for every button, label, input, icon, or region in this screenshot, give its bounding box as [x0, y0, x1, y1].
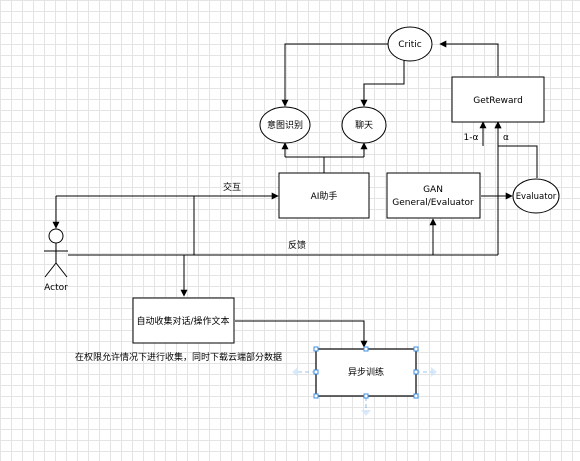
ai-assistant-node[interactable]: AI助手	[278, 172, 370, 219]
chat-label: 聊天	[355, 119, 373, 131]
critic-node[interactable]: Critic	[387, 26, 433, 62]
edge-collect-to-async[interactable]	[235, 320, 368, 348]
async-training-node[interactable]: 异步训练	[292, 346, 437, 416]
connect-right-arrow-icon[interactable]	[431, 367, 437, 377]
selection-handles[interactable]	[313, 346, 419, 399]
interact-label: 交互	[223, 181, 241, 193]
gan-node[interactable]: GAN General/Evaluator	[386, 172, 481, 219]
one-minus-alpha-label: 1-α	[464, 133, 479, 143]
connect-left-arrow-icon[interactable]	[292, 367, 298, 377]
ai-assistant-label: AI助手	[311, 190, 338, 202]
actor-head	[48, 228, 64, 244]
alpha-label: α	[503, 133, 509, 143]
edge-critic-to-chat[interactable]	[360, 60, 405, 107]
evaluator-label: Evaluator	[516, 192, 557, 202]
edges	[52, 40, 538, 348]
critic-label: Critic	[398, 40, 422, 50]
actor-label: Actor	[44, 283, 68, 293]
actor-figure[interactable]: Actor	[44, 228, 68, 293]
auto-collect-label: 自动收集对话/操作文本	[136, 315, 229, 327]
get-reward-label: GetReward	[473, 96, 523, 106]
collection-annotation: 在权限允许情况下进行收集，同时下载云端部分数据	[75, 351, 282, 363]
auto-collect-node[interactable]: 自动收集对话/操作文本	[132, 297, 235, 344]
edge-critic-to-intent[interactable]	[281, 43, 389, 107]
gan-label-line1: GAN	[423, 185, 443, 195]
gan-label-line2: General/Evaluator	[392, 198, 474, 208]
async-training-label: 异步训练	[348, 366, 384, 378]
actor-legs	[44, 262, 68, 278]
get-reward-node[interactable]: GetReward	[451, 76, 545, 123]
chat-node[interactable]: 聊天	[341, 106, 387, 144]
edge-evaluator-to-reward-alpha[interactable]	[494, 121, 538, 178]
intent-node[interactable]: 意图识别	[259, 106, 311, 144]
evaluator-node[interactable]: Evaluator	[512, 178, 560, 214]
feedback-label: 反馈	[288, 239, 306, 251]
connect-down-arrow-icon[interactable]	[361, 410, 371, 416]
intent-label: 意图识别	[267, 119, 303, 131]
edge-reward-to-critic[interactable]	[439, 40, 499, 76]
